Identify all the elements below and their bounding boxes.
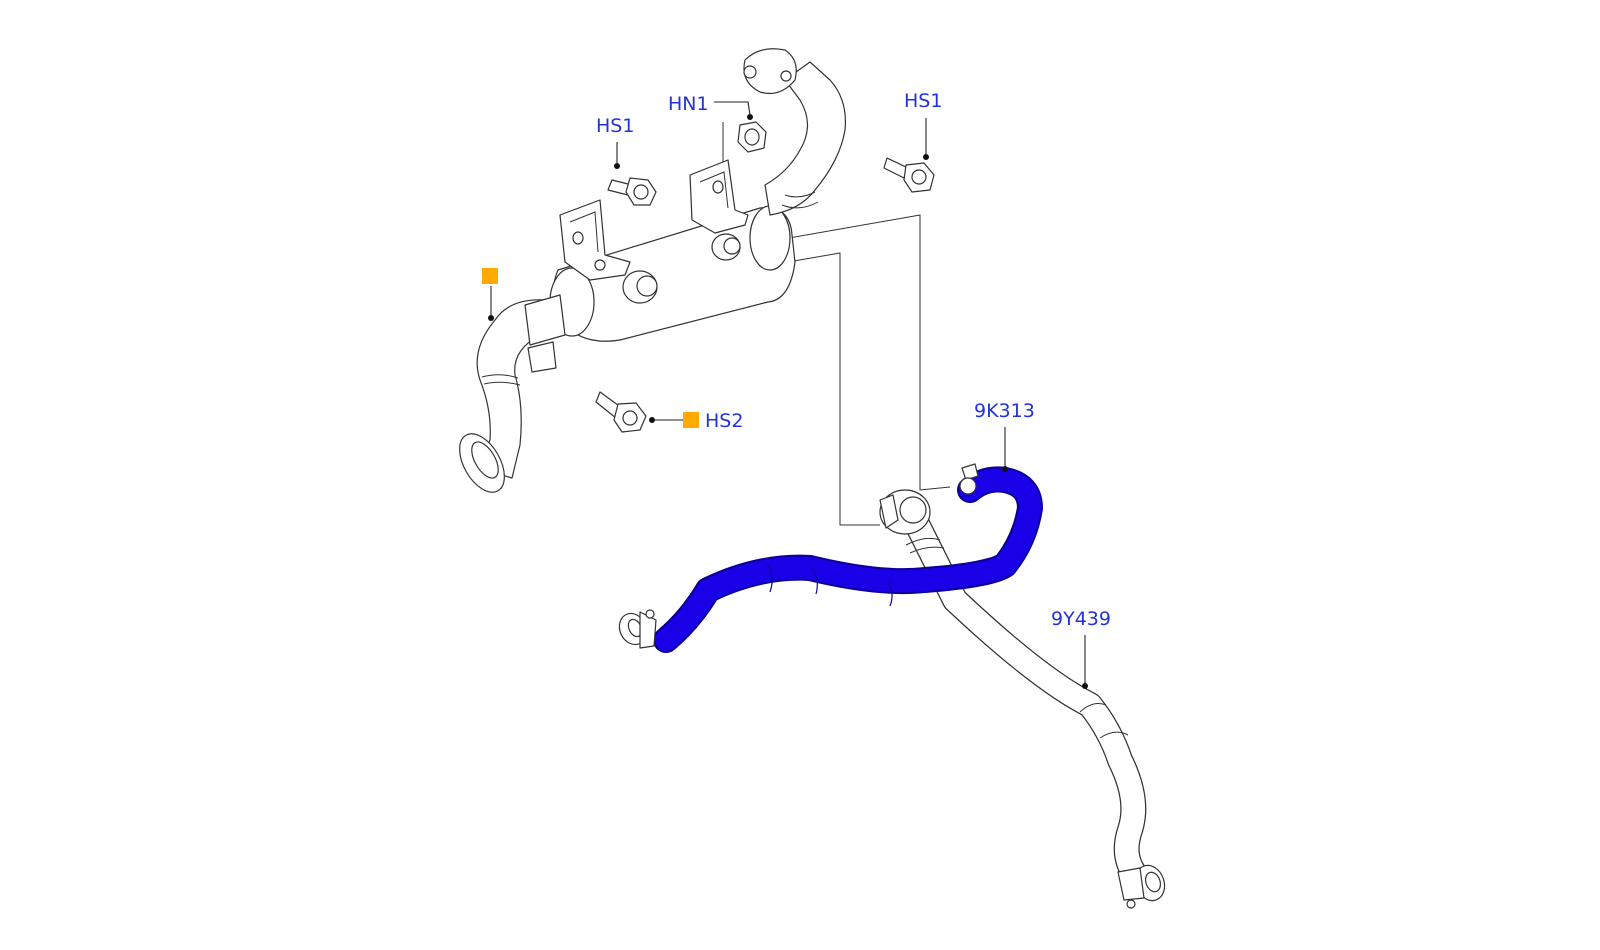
label-hn1[interactable]: HN1 xyxy=(668,93,709,115)
bolt-hs1-right xyxy=(883,157,935,193)
bolt-hs2 xyxy=(595,391,647,433)
label-9k313[interactable]: 9K313 xyxy=(974,400,1035,422)
label-9y439[interactable]: 9Y439 xyxy=(1051,608,1111,630)
egr-outlet-tube xyxy=(743,48,847,216)
egr-cooler xyxy=(549,122,796,342)
bolt-hs1-left xyxy=(607,177,657,206)
nut-hn1 xyxy=(737,121,767,153)
hs2-marker xyxy=(683,412,699,428)
hose-9y439 xyxy=(879,489,1166,909)
leader-lines xyxy=(488,101,1088,689)
label-hs1-right[interactable]: HS1 xyxy=(904,90,942,112)
egr-tube-marker xyxy=(482,268,498,284)
label-hs1-left[interactable]: HS1 xyxy=(596,115,634,137)
label-hs2[interactable]: HS2 xyxy=(705,410,743,432)
hose-9k313[interactable] xyxy=(614,463,1043,653)
markers xyxy=(482,268,699,428)
egr-inlet-tube xyxy=(459,294,566,493)
part-labels: HS1 HN1 HS1 HS2 9K313 9Y439 xyxy=(596,90,1111,630)
